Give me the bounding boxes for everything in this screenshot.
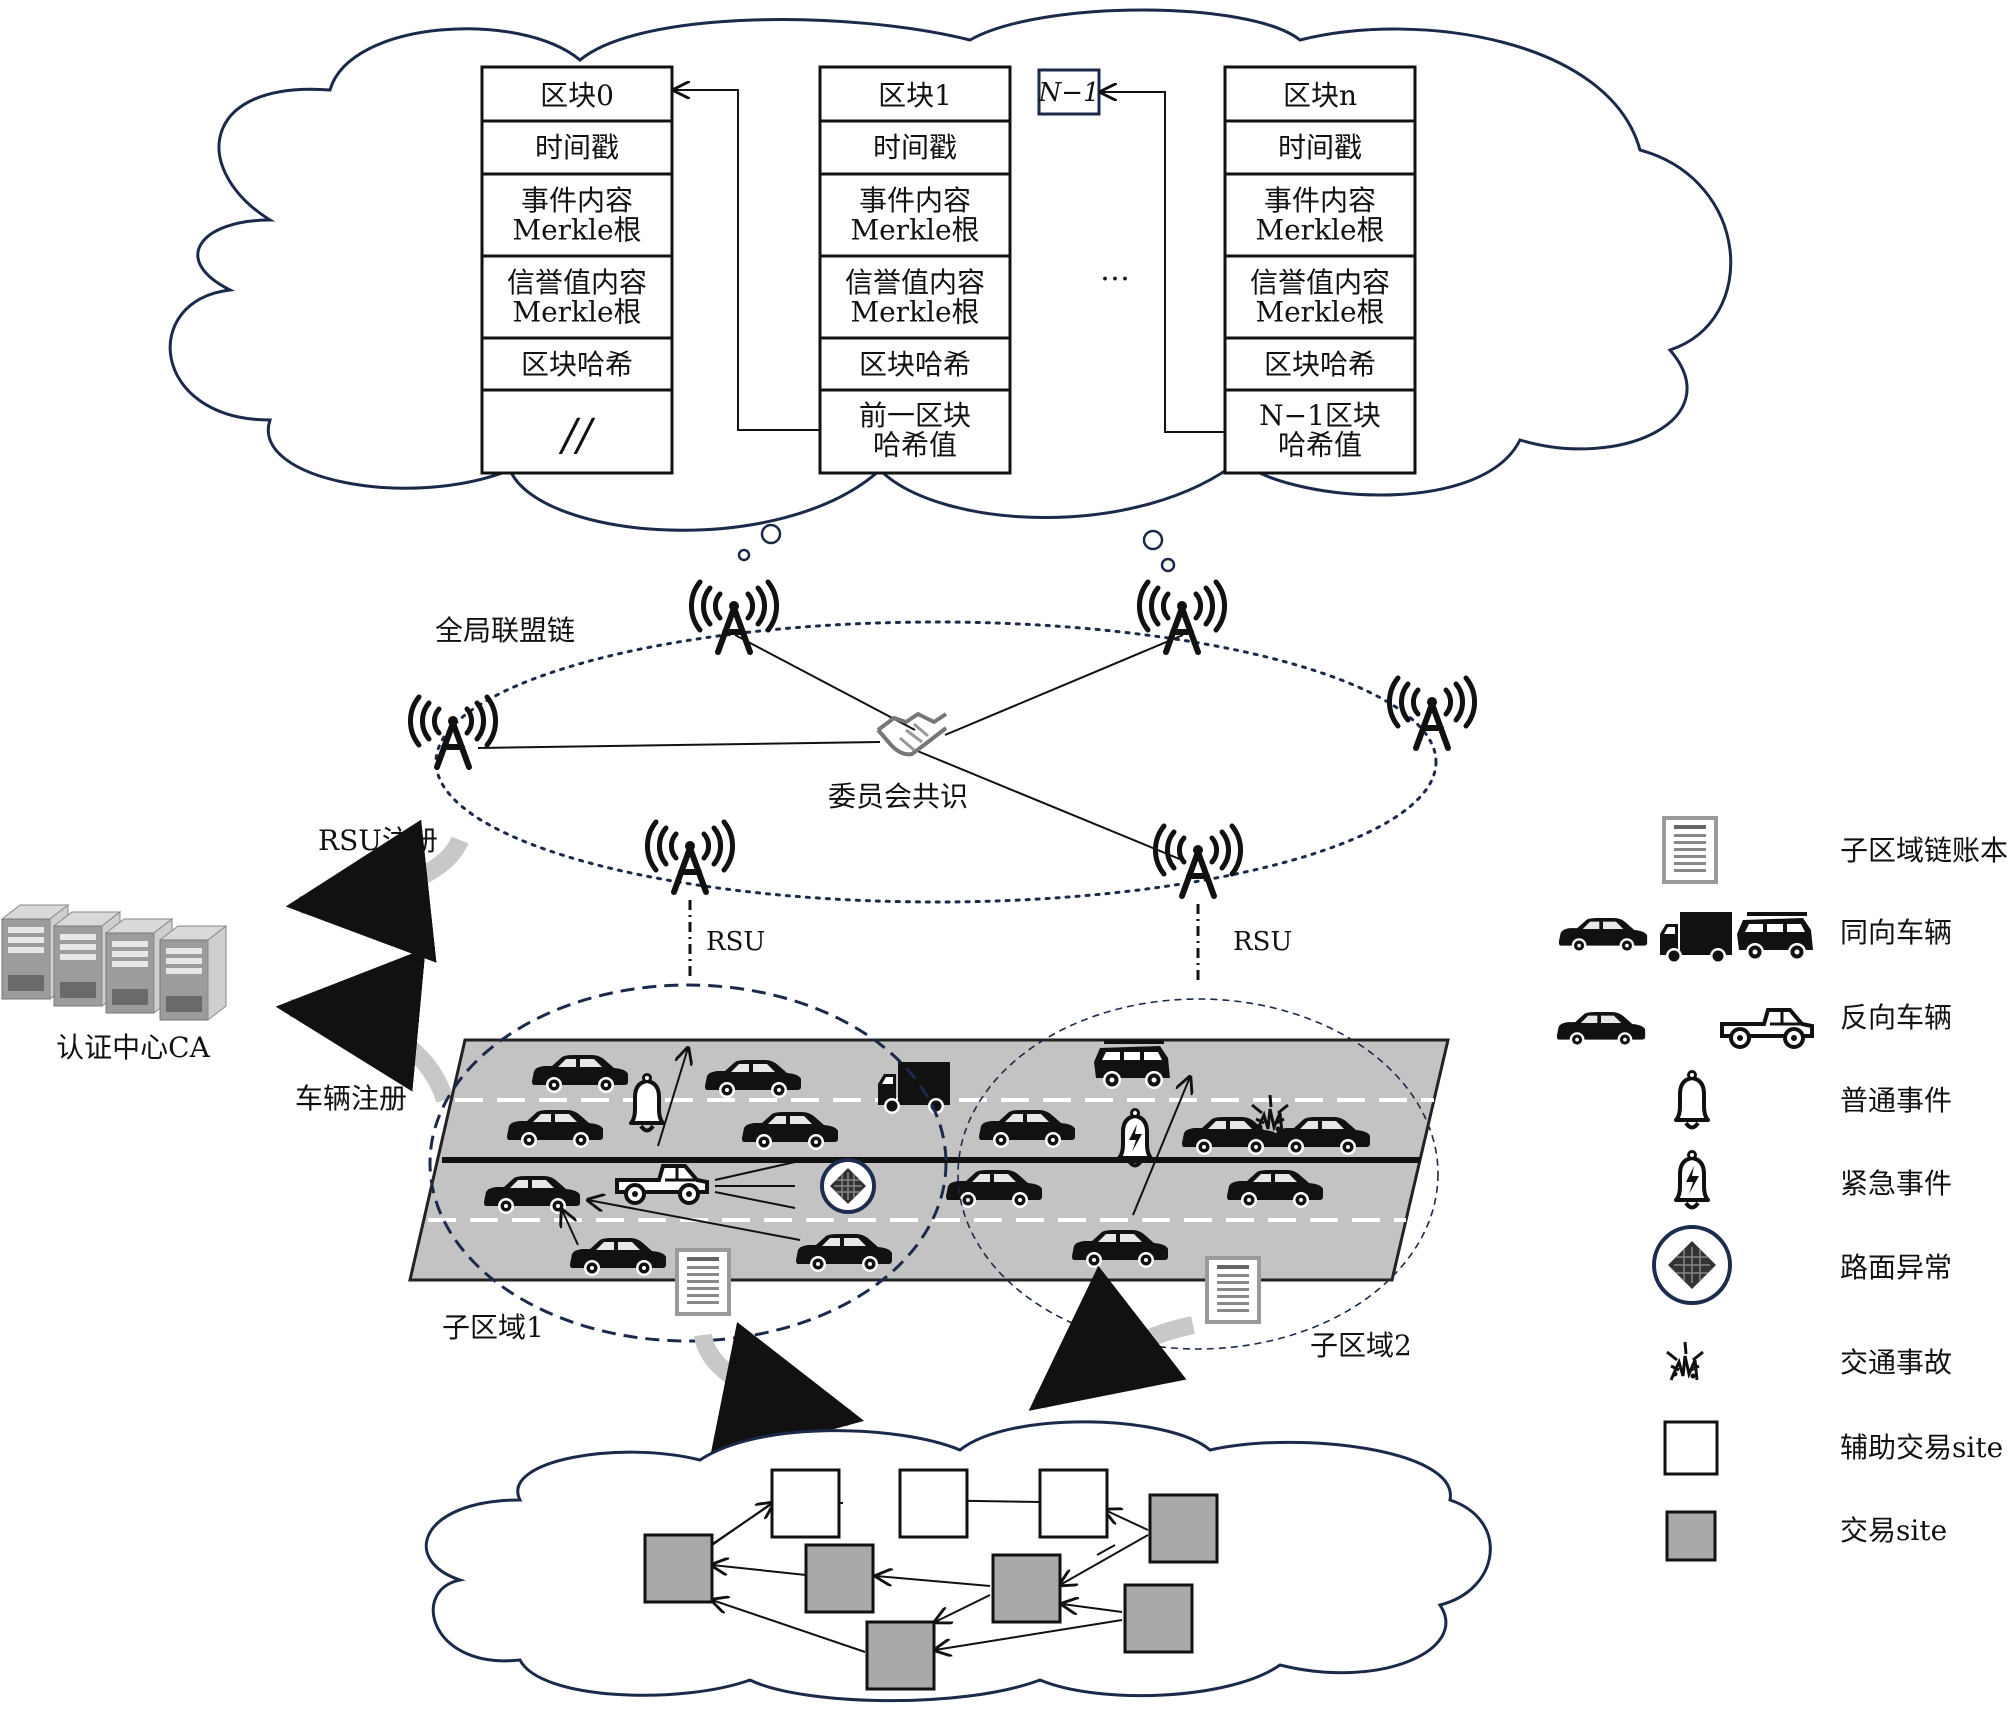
- bell-icon: [1674, 1069, 1710, 1130]
- rsu-tower-icon: [410, 697, 495, 767]
- auxiliary-site: [770, 1468, 841, 1539]
- vehicle-register-label: 车辆注册: [295, 1082, 407, 1115]
- v2i-arrow: [1132, 1077, 1190, 1216]
- rsu-register-label: RSU注册: [318, 824, 438, 857]
- transaction-site: [991, 1553, 1062, 1624]
- rsu-register-arrow: [285, 819, 469, 963]
- rsu-label-right: RSU: [1233, 927, 1292, 957]
- transaction-site: [1148, 1493, 1219, 1564]
- ledger-icon: [1662, 816, 1718, 884]
- committee-consensus-label: 委员会共识: [828, 780, 968, 813]
- legend-label-accident: 交通事故: [1840, 1346, 1952, 1379]
- block-n-row-4: N−1区块哈希值: [1259, 399, 1381, 461]
- transaction-site: [865, 1620, 936, 1691]
- legend-label-transaction-site: 交易site: [1840, 1514, 1947, 1547]
- subarea-2-boundary: [957, 998, 1439, 1350]
- v2v-arrow: [588, 1200, 801, 1241]
- rsu-tower-icon: [691, 582, 776, 652]
- rsu-tower-icon: [1139, 582, 1224, 652]
- ellipsis: …: [1100, 253, 1130, 288]
- transaction-site: [643, 1533, 714, 1604]
- rsu-tower-icon: [1389, 678, 1474, 748]
- block-0-row-0: 时间戳: [535, 131, 619, 164]
- white-square-icon: [1663, 1420, 1719, 1476]
- consensus-link-4: [914, 749, 1183, 861]
- subarea-1-label: 子区域1: [442, 1311, 544, 1344]
- transaction-site: [804, 1543, 875, 1614]
- block-n-row-3: 区块哈希: [1264, 348, 1376, 381]
- n-minus-1-box: [1037, 68, 1101, 116]
- block-1-row-3: 区块哈希: [859, 348, 971, 381]
- block-n-header: 区块n: [1283, 79, 1357, 112]
- v2v-arrow: [562, 1210, 579, 1246]
- transaction-site: [1123, 1583, 1194, 1654]
- ledger-icon: [675, 1248, 731, 1316]
- block-n-row-0: 时间戳: [1278, 131, 1362, 164]
- gray-square-icon: [1665, 1510, 1717, 1562]
- dag-cloud: [424, 1420, 1492, 1703]
- block-0-header: 区块0: [540, 79, 614, 112]
- vehicle-register-arrow: [275, 948, 454, 1103]
- block-1-header: 区块1: [878, 79, 952, 112]
- legend-label-ledger: 子区域链账本: [1840, 834, 2008, 867]
- block-1-row-4: 前一区块哈希值: [859, 399, 971, 461]
- road-anomaly-icon: [1652, 1225, 1732, 1305]
- v2i-arrow: [657, 1048, 688, 1147]
- block-1-row-0: 时间戳: [873, 131, 957, 164]
- subarea-2-label: 子区域2: [1310, 1329, 1412, 1362]
- handshake-icon: [876, 712, 948, 757]
- legend-label-normal-event: 普通事件: [1840, 1084, 1952, 1117]
- rsu-tower-icon: [647, 822, 732, 892]
- legend-label-emergency-event: 紧急事件: [1840, 1167, 1952, 1200]
- ca-label: 认证中心CA: [56, 1031, 210, 1064]
- signal-beams: [714, 1161, 796, 1209]
- consortium-ring: [434, 620, 1438, 904]
- consensus-link-2: [944, 634, 1184, 736]
- consensus-link-1: [734, 634, 916, 731]
- n-minus-1-label: N−1: [1037, 78, 1099, 108]
- same-direction-vehicles-icon: [1558, 912, 1813, 964]
- ledger-icon: [1205, 1256, 1261, 1324]
- consensus-link-3: [477, 741, 881, 749]
- legend: 子区域链账本 同向车辆 反向车辆 普通事件 紧急事件 路面异常 交通事故 辅助交…: [1556, 816, 2008, 1562]
- subarea-1-boundary: [428, 983, 948, 1343]
- legend-label-opposite-direction: 反向车辆: [1840, 1001, 1952, 1034]
- ledger-submit-arrow-1: [694, 1321, 865, 1464]
- legend-label-auxiliary-site: 辅助交易site: [1840, 1431, 2003, 1464]
- legend-label-road-anomaly: 路面异常: [1840, 1251, 1952, 1284]
- opposite-direction-vehicles-icon: [1556, 1008, 1814, 1049]
- block-0-row-4: //: [558, 410, 596, 461]
- auxiliary-site: [1038, 1468, 1109, 1539]
- legend-label-same-direction: 同向车辆: [1840, 916, 1952, 949]
- emergency-bell-icon: [1676, 1152, 1708, 1208]
- prev-hash-arrow-1: [674, 90, 820, 431]
- dag-sites: [643, 1468, 1219, 1691]
- rsu-label-left: RSU: [706, 927, 765, 957]
- prev-hash-arrow-n: [1101, 92, 1225, 433]
- auxiliary-site: [898, 1468, 969, 1539]
- road-anomaly-icon: [820, 1158, 876, 1214]
- ca-servers: [1, 904, 227, 1021]
- block-0-row-3: 区块哈希: [521, 348, 633, 381]
- global-chain-label: 全局联盟链: [435, 614, 575, 647]
- ledger-submit-arrow-2: [1028, 1265, 1195, 1411]
- accident-icon: [1665, 1340, 1705, 1382]
